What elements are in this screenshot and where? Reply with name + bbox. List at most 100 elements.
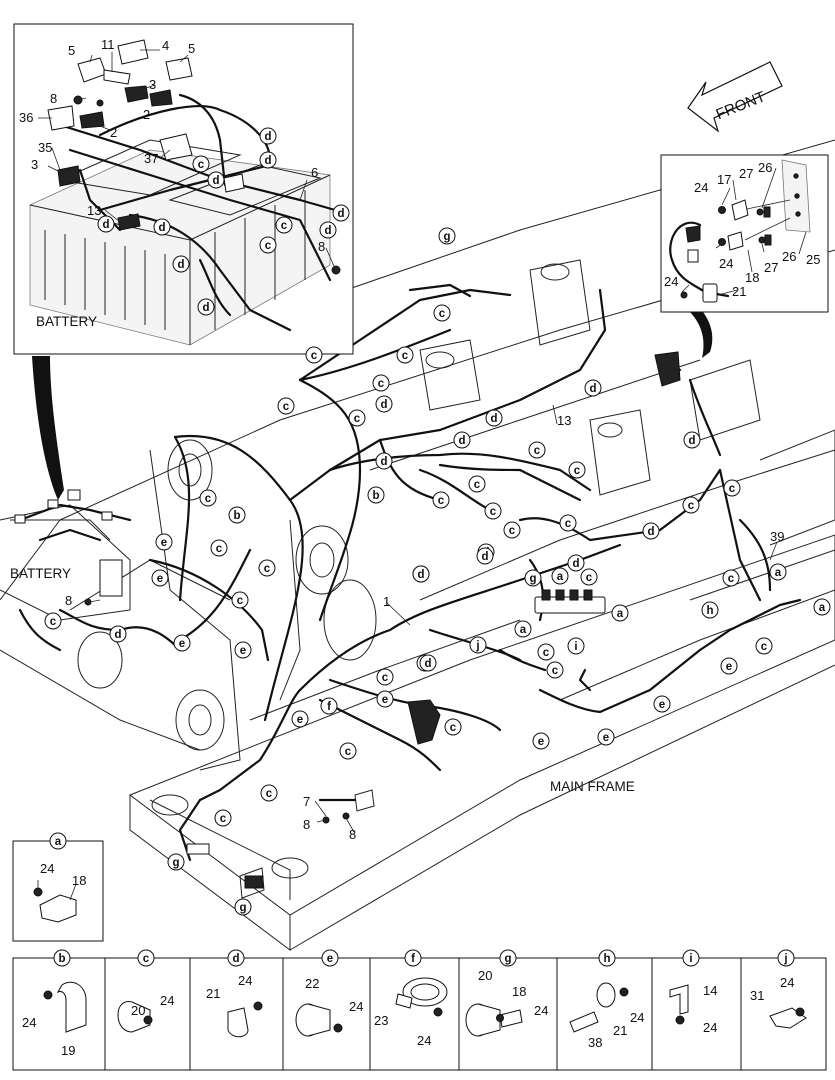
svg-text:c: c xyxy=(281,220,288,232)
callout-circle: e xyxy=(653,695,671,713)
detail-g: g 20 18 24 xyxy=(465,949,548,1037)
callout-circle: d xyxy=(319,221,337,239)
callout-circle: e xyxy=(291,710,309,728)
callout-circle: c xyxy=(258,559,276,577)
svg-text:d: d xyxy=(688,435,695,447)
part-number: 7 xyxy=(303,794,310,809)
svg-text:c: c xyxy=(509,525,516,537)
part-number: 27 xyxy=(739,166,753,181)
svg-text:c: c xyxy=(378,378,385,390)
detail-part-number: 18 xyxy=(512,984,526,999)
detail-part-number: 20 xyxy=(131,1003,145,1018)
main-numbers: 13 39 1 8 7 8 8 xyxy=(65,413,784,842)
callout-circle: d xyxy=(567,554,585,572)
svg-text:d: d xyxy=(177,259,184,271)
svg-text:c: c xyxy=(552,665,559,677)
svg-text:c: c xyxy=(450,722,457,734)
part-number: 18 xyxy=(745,270,759,285)
callout-circle: g xyxy=(524,569,542,587)
callout-circle: c xyxy=(432,491,450,509)
svg-text:d: d xyxy=(114,629,121,641)
callout-circle: d xyxy=(412,565,430,583)
part-number: 25 xyxy=(806,252,820,267)
svg-text:c: c xyxy=(439,308,446,320)
part-number: 8 xyxy=(318,239,325,254)
svg-text:d: d xyxy=(481,551,488,563)
svg-text:e: e xyxy=(240,645,246,657)
callout-circle: c xyxy=(199,489,217,507)
callout-circle: g xyxy=(438,227,456,245)
svg-text:c: c xyxy=(729,483,736,495)
detail-part-number: 24 xyxy=(349,999,363,1014)
detail-letter: a xyxy=(55,836,62,848)
callout-circle: a xyxy=(514,620,532,638)
callout-circle: e xyxy=(597,728,615,746)
part-number: 5 xyxy=(68,43,75,58)
callout-circle: c xyxy=(210,539,228,557)
callout-circle: d xyxy=(476,547,494,565)
callout-circle: c xyxy=(275,216,293,234)
callout-circle: c xyxy=(260,784,278,802)
callout-circle: d xyxy=(375,452,393,470)
part-number: 35 xyxy=(38,140,52,155)
callout-circle: e xyxy=(376,690,394,708)
svg-text:d: d xyxy=(337,208,344,220)
svg-text:b: b xyxy=(233,510,240,522)
callout-circle: c xyxy=(580,568,598,586)
svg-text:d: d xyxy=(458,435,465,447)
svg-text:g: g xyxy=(239,902,246,914)
callout-circle: c xyxy=(468,475,486,493)
callout-circle: d xyxy=(332,204,350,222)
detail-i: i 14 24 xyxy=(669,949,717,1035)
detail-part-number: 21 xyxy=(613,1023,627,1038)
part-number: 11 xyxy=(101,37,115,52)
leader-lines xyxy=(38,49,807,833)
detail-part-number: 24 xyxy=(630,1010,644,1025)
callout-circle: c xyxy=(339,742,357,760)
callout-circle: c xyxy=(755,637,773,655)
callout-circle: a xyxy=(611,604,629,622)
battery-inset-callouts: d c d d d c d d d c d d xyxy=(97,127,350,316)
part-number: 6 xyxy=(311,165,318,180)
svg-text:i: i xyxy=(574,641,577,653)
part-number: 24 xyxy=(719,256,733,271)
callout-circle: d xyxy=(109,625,127,643)
svg-text:c: c xyxy=(311,350,318,362)
part-number: 3 xyxy=(31,157,38,172)
svg-text:c: c xyxy=(688,500,695,512)
callout-circle: d xyxy=(207,171,225,189)
svg-text:a: a xyxy=(557,571,564,583)
part-number: 27 xyxy=(764,260,778,275)
callout-circle: c xyxy=(372,374,390,392)
callout-circle: d xyxy=(153,218,171,236)
svg-text:c: c xyxy=(534,445,541,457)
detail-part-number: 21 xyxy=(206,986,220,1001)
detail-part-number: 24 xyxy=(160,993,174,1008)
callout-circle: c xyxy=(682,496,700,514)
svg-text:c: c xyxy=(354,413,361,425)
svg-text:c: c xyxy=(205,493,212,505)
part-number: 26 xyxy=(758,160,772,175)
detail-strip: b 24 19 c 20 24 d 21 24 e xyxy=(12,949,827,1071)
svg-text:c: c xyxy=(220,813,227,825)
callout-circle: e xyxy=(155,533,173,551)
svg-text:d: d xyxy=(424,658,431,670)
svg-text:c: c xyxy=(728,573,735,585)
callout-circle: c xyxy=(568,461,586,479)
svg-text:b: b xyxy=(372,490,379,502)
svg-text:d: d xyxy=(380,399,387,411)
svg-text:a: a xyxy=(819,602,826,614)
callout-circle: d xyxy=(419,654,437,672)
callout-circle: c xyxy=(503,521,521,539)
svg-text:g: g xyxy=(172,857,179,869)
callout-circle: d xyxy=(172,255,190,273)
detail-part-number: 31 xyxy=(750,988,764,1003)
detail-letter: h xyxy=(603,953,610,965)
svg-text:d: d xyxy=(324,225,331,237)
detail-box-a: a 24 18 xyxy=(12,832,104,942)
callout-circle: c xyxy=(259,236,277,254)
svg-text:c: c xyxy=(264,563,271,575)
part-number: 24 xyxy=(664,274,678,289)
detail-d: d 21 24 xyxy=(206,949,263,1038)
